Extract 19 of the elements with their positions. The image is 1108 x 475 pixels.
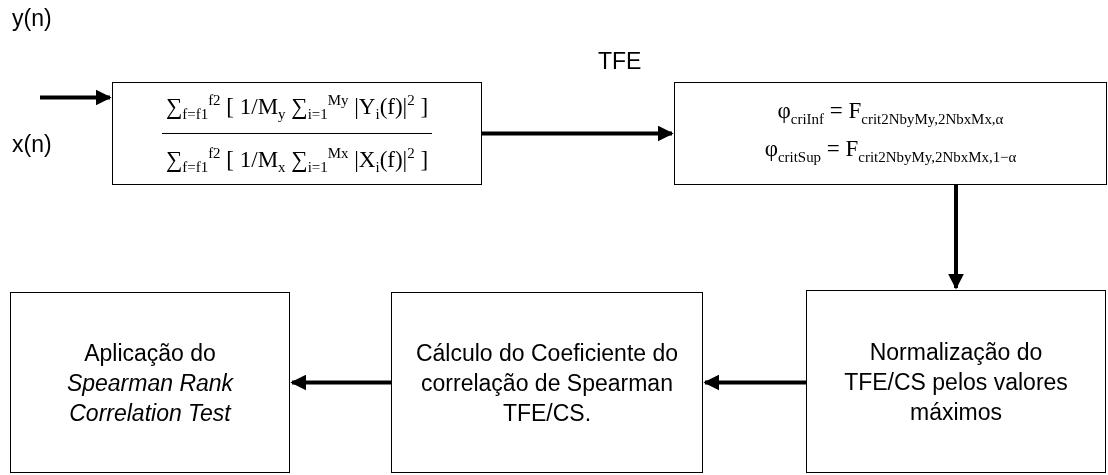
process-box [391, 292, 703, 473]
arrow [40, 89, 112, 106]
formula: φ$_{criInf}$ = F$_{crit2NbyMy,2NbxMx,α}$ [777, 96, 1004, 129]
arrow [290, 374, 391, 391]
formula: ∑$_{f=f1}$$^{f2}$ [ 1/M$_{x}$ ∑$_{i=1}$$^{Mx}$ |X$_{i}$(f)|$^{2}$ ] [164, 144, 430, 178]
signal-label: x(n) [12, 131, 52, 158]
signal-label: y(n) [12, 5, 52, 32]
arrow [482, 125, 674, 142]
arrow [948, 185, 964, 290]
box-text: Cálculo do Coeficiente do correlação de Spearman TFE/CS. [414, 338, 680, 428]
arrow [703, 374, 806, 391]
formula: φ$_{critSup}$ = F$_{crit2NbyMy,2NbxMx,1−α}$ [764, 134, 1017, 167]
process-box [112, 82, 482, 185]
box-text: Aplicação do Spearman Rank Correlation Test [65, 338, 235, 428]
process-box [806, 290, 1106, 473]
box-text: Normalização do TFE/CS pelos valores máximos [843, 337, 1069, 427]
formula: ∑$_{f=f1}$$^{f2}$ [ 1/M$_{y}$ ∑$_{i=1}$$^{My}$ |Y$_{i}$(f)|$^{2}$ ] [161, 84, 433, 134]
process-box [10, 292, 290, 473]
process-box [674, 82, 1107, 185]
